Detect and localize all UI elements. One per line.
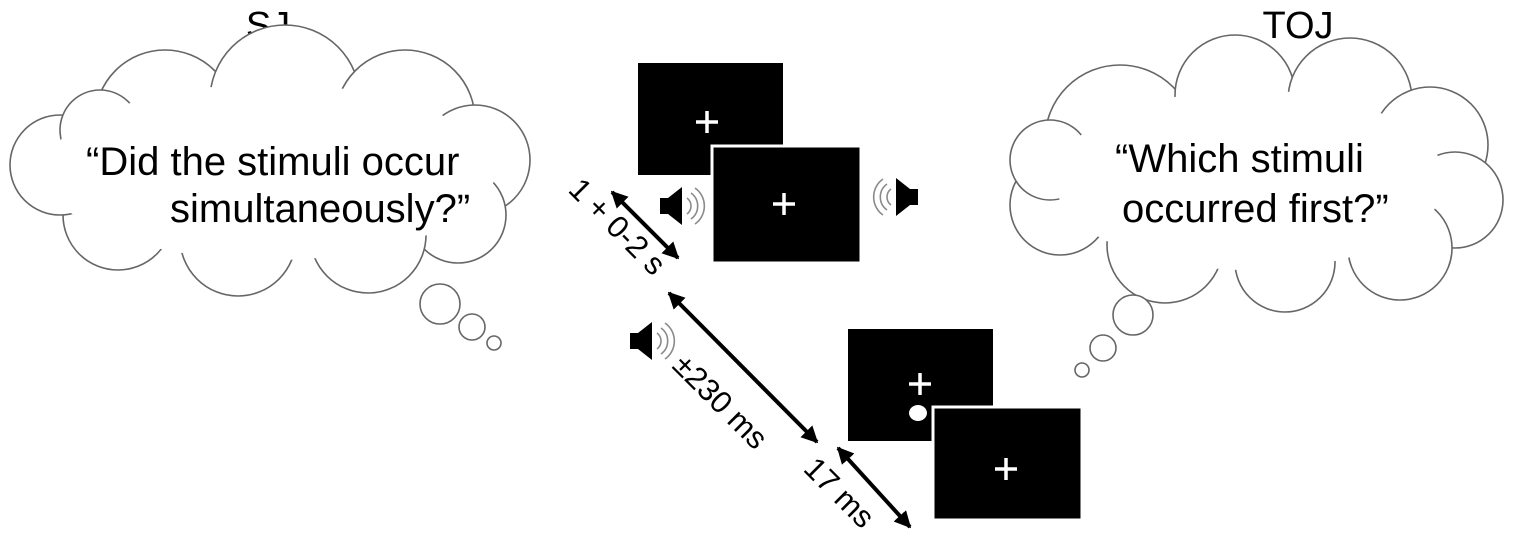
toj-thought-dot-medium (1089, 334, 1117, 362)
speaker-icon-right (872, 177, 919, 217)
speaker-icon (659, 186, 706, 226)
duration-arrow (836, 446, 912, 529)
sj-question-line1: “Did the stimuli occur (86, 140, 459, 184)
sj-thought-dot-small (486, 335, 502, 351)
sj-question-line2: simultaneously?” (170, 187, 470, 231)
sj-thought-dot-large (419, 283, 461, 325)
toj-question-line1: “Which stimuli (1115, 137, 1364, 181)
soa-label: ±230 ms (666, 347, 775, 456)
toj-thought-dot-large (1112, 294, 1154, 336)
sj-thought-dot-medium (458, 313, 486, 341)
toj-thought-dot-small (1074, 362, 1090, 378)
duration-label: 17 ms (797, 450, 881, 534)
bottom-screens (848, 329, 1084, 522)
sj-thought-cloud (9, 24, 531, 351)
toj-thought-cloud (1009, 34, 1504, 378)
white-dot (909, 405, 927, 421)
toj-question-line2: occurred first?” (1122, 187, 1389, 231)
iti-arrow (610, 190, 680, 260)
soa-arrow (667, 291, 819, 444)
top-screens (638, 63, 863, 265)
iti-label: 1 + 0-2 s (562, 171, 673, 282)
heading-toj: TOJ (1262, 5, 1333, 47)
speaker-icon-lower (629, 321, 676, 361)
